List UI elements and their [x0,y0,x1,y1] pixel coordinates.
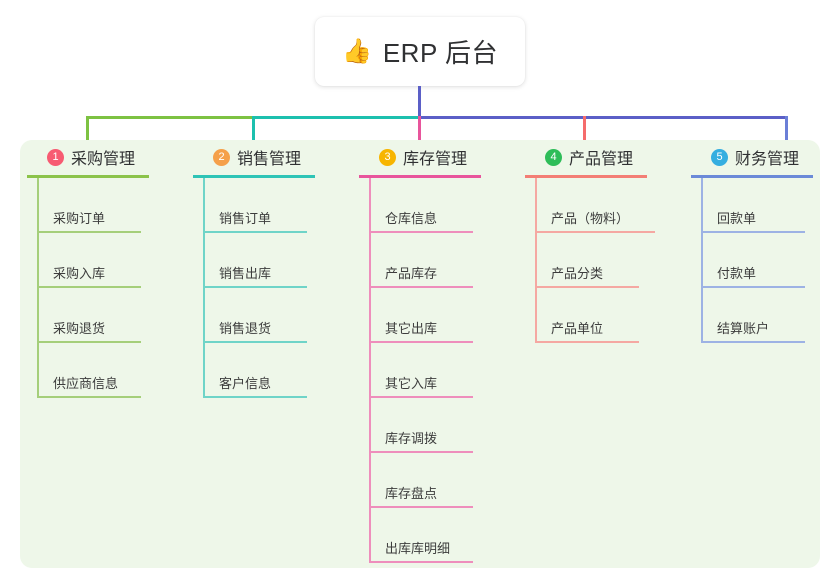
branch-rule-5 [691,175,813,178]
list-item[interactable]: 供应商信息 [37,343,141,398]
list-item[interactable]: 库存盘点 [369,453,473,508]
branch-rule-2 [193,175,315,178]
thumbs-up-icon: 👍 [341,36,372,65]
branch-title-5: 财务管理 [735,151,800,168]
branch-header-3[interactable]: 3 库存管理 [359,144,519,170]
branch-items-2: 销售订单 销售出库 销售退货 客户信息 [193,178,353,398]
list-item-label: 付款单 [717,266,757,281]
list-item[interactable]: 采购订单 [37,178,141,233]
list-item-label: 采购订单 [53,211,106,226]
list-item-label: 仓库信息 [385,211,438,226]
root-node-card[interactable]: 👍 ERP 后台 [315,17,525,86]
connector-drop-4 [583,116,586,154]
list-item-label: 供应商信息 [53,376,119,391]
connector-drop-2 [252,116,255,154]
branch-items-3: 仓库信息 产品库存 其它出库 其它入库 库存调拨 库存盘点 出库库明细 [359,178,519,563]
branch-column-3: 3 库存管理 仓库信息 产品库存 其它出库 其它入库 库存调拨 库存盘点 出库库… [359,144,519,563]
list-item-label: 采购退货 [53,321,106,336]
branch-header-1[interactable]: 1 采购管理 [27,144,187,170]
list-item-label: 销售出库 [219,266,272,281]
list-item-label: 销售退货 [219,321,272,336]
connector-drop-3 [418,116,421,154]
list-item[interactable]: 销售订单 [203,178,307,233]
branch-header-2[interactable]: 2 销售管理 [193,144,353,170]
branch-column-2: 2 销售管理 销售订单 销售出库 销售退货 客户信息 [193,144,353,398]
list-item[interactable]: 产品（物料） [535,178,655,233]
list-item-label: 采购入库 [53,266,106,281]
branch-column-5: 5 财务管理 回款单 付款单 结算账户 [691,144,839,343]
list-item-label: 结算账户 [717,321,770,336]
root-node-title: ERP 后台 [382,38,499,68]
list-item[interactable]: 客户信息 [203,343,307,398]
branch-header-5[interactable]: 5 财务管理 [691,144,839,170]
list-item[interactable]: 销售退货 [203,288,307,343]
branch-items-1: 采购订单 采购入库 采购退货 供应商信息 [27,178,187,398]
list-item[interactable]: 产品库存 [369,233,473,288]
list-item[interactable]: 采购入库 [37,233,141,288]
branch-badge-3: 3 [379,148,396,166]
branch-badge-2: 2 [213,148,230,166]
branch-title-4: 产品管理 [569,151,634,168]
list-item[interactable]: 产品单位 [535,288,639,343]
branch-title-2: 销售管理 [237,151,302,168]
branch-badge-4: 4 [545,148,562,166]
list-item-label: 库存盘点 [385,486,438,501]
connector-drop-5 [785,116,788,154]
branch-rule-3 [359,175,481,178]
branch-items-5: 回款单 付款单 结算账户 [691,178,839,343]
diagram-panel [20,140,820,568]
list-item-label: 库存调拨 [385,431,438,446]
list-item[interactable]: 出库库明细 [369,508,473,563]
list-item-label: 产品分类 [551,266,604,281]
list-item-label: 产品库存 [385,266,438,281]
list-item-label: 其它入库 [385,376,438,391]
connector-bus-teal [252,116,419,119]
list-item[interactable]: 仓库信息 [369,178,473,233]
list-item-label: 其它出库 [385,321,438,336]
list-item-label: 销售订单 [219,211,272,226]
list-item[interactable]: 其它入库 [369,343,473,398]
branch-column-1: 1 采购管理 采购订单 采购入库 采购退货 供应商信息 [27,144,187,398]
connector-root-drop [418,86,421,117]
list-item-label: 出库库明细 [385,541,451,556]
list-item-label: 回款单 [717,211,757,226]
list-item-label: 客户信息 [219,376,272,391]
branch-header-4[interactable]: 4 产品管理 [525,144,685,170]
list-item-label: 产品（物料） [551,211,630,226]
branch-rule-4 [525,175,647,178]
branch-badge-1: 1 [47,148,64,166]
list-item[interactable]: 结算账户 [701,288,805,343]
list-item-label: 产品单位 [551,321,604,336]
branch-badge-5: 5 [711,148,728,166]
list-item[interactable]: 付款单 [701,233,805,288]
branch-column-4: 4 产品管理 产品（物料） 产品分类 产品单位 [525,144,685,343]
list-item[interactable]: 销售出库 [203,233,307,288]
list-item[interactable]: 产品分类 [535,233,639,288]
branch-title-1: 采购管理 [71,151,136,168]
connector-bus-green [86,116,253,119]
connector-bus-blue [418,116,788,119]
list-item[interactable]: 库存调拨 [369,398,473,453]
branch-rule-1 [27,175,149,178]
connector-drop-1 [86,116,89,154]
list-item[interactable]: 回款单 [701,178,805,233]
root-node-content: 👍 ERP 后台 [342,33,498,70]
list-item[interactable]: 其它出库 [369,288,473,343]
list-item[interactable]: 采购退货 [37,288,141,343]
branch-items-4: 产品（物料） 产品分类 产品单位 [525,178,685,343]
branch-title-3: 库存管理 [403,151,468,168]
